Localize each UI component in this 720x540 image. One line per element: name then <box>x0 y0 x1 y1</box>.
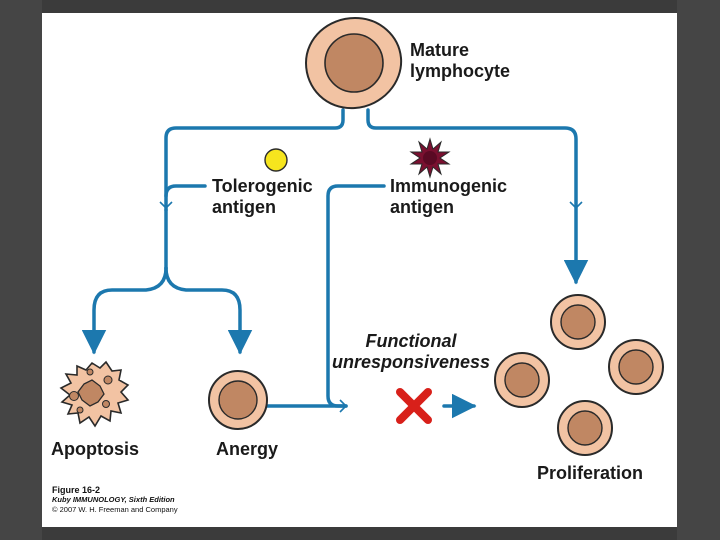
proliferating-cell-3 <box>494 352 550 408</box>
apoptosis-cell <box>59 360 130 428</box>
mature-lymphocyte-cell <box>304 16 403 110</box>
book-title: Kuby IMMUNOLOGY, Sixth Edition <box>52 495 175 504</box>
apoptotic-body-1 <box>69 391 79 401</box>
proliferation-label: Proliferation <box>537 463 644 483</box>
branch-left-top <box>164 108 345 212</box>
mature-label-line2: lymphocyte <box>410 61 511 81</box>
proliferation-cells <box>494 294 664 456</box>
proliferating-cell-4 <box>557 400 613 456</box>
immunogenic-label-line2: antigen <box>390 197 455 217</box>
apoptotic-body-3 <box>102 400 110 408</box>
background-stripe-right <box>677 0 720 540</box>
apoptosis-cell-fragment <box>77 379 105 407</box>
chevron-functional-path <box>339 399 348 413</box>
apoptotic-body-4 <box>86 368 94 376</box>
functional-label-line2: unresponsiveness <box>331 352 491 372</box>
immunogenic-antigen-core <box>423 151 437 165</box>
background-stripe-left <box>0 0 42 540</box>
figure-caption: Figure 16-2 Kuby IMMUNOLOGY, Sixth Editi… <box>52 485 178 515</box>
tolerogenic-antigen-label: Tolerogenic antigen <box>212 176 313 218</box>
anergy-label: Anergy <box>216 439 279 459</box>
apoptotic-body-2 <box>103 375 113 385</box>
path-chevrons <box>159 201 583 413</box>
immunogenic-connector <box>326 184 386 408</box>
apoptotic-body-5 <box>76 406 84 414</box>
branch-to-anergy <box>164 266 253 355</box>
immunogenic-antigen-icon <box>409 137 451 179</box>
mature-lymphocyte-label: Mature lymphocyte <box>410 40 510 82</box>
branch-right-top <box>366 108 589 285</box>
tolerogenic-antigen-icon <box>264 148 288 172</box>
immunogenic-label-line1: Immunogenic <box>390 176 508 196</box>
chevron-left-path <box>159 201 173 210</box>
mature-label-line1: Mature <box>410 40 470 60</box>
apoptosis-label: Apoptosis <box>51 439 139 459</box>
proliferating-cell-2 <box>608 339 664 395</box>
connector-lines <box>81 108 589 419</box>
chevron-right-path <box>569 201 583 210</box>
figure-number: Figure 16-2 <box>52 485 101 495</box>
functional-unresponsiveness-label: Functional unresponsiveness <box>331 331 491 373</box>
proliferating-cell-1 <box>550 294 606 350</box>
anergy-cell <box>208 370 268 430</box>
functional-label-line1: Functional <box>365 331 457 351</box>
block-x-icon <box>396 388 432 424</box>
tolerogenic-connector <box>164 184 207 198</box>
anergy-cell-nucleus <box>218 380 258 420</box>
copyright-notice: © 2007 W. H. Freeman and Company <box>52 505 178 514</box>
mature-cell-nucleus <box>324 33 384 93</box>
tolerogenic-label-line2: antigen <box>212 197 277 217</box>
immunogenic-antigen-label: Immunogenic antigen <box>390 176 507 218</box>
tolerogenic-label-line1: Tolerogenic <box>212 176 313 196</box>
branch-to-apoptosis <box>81 266 168 355</box>
